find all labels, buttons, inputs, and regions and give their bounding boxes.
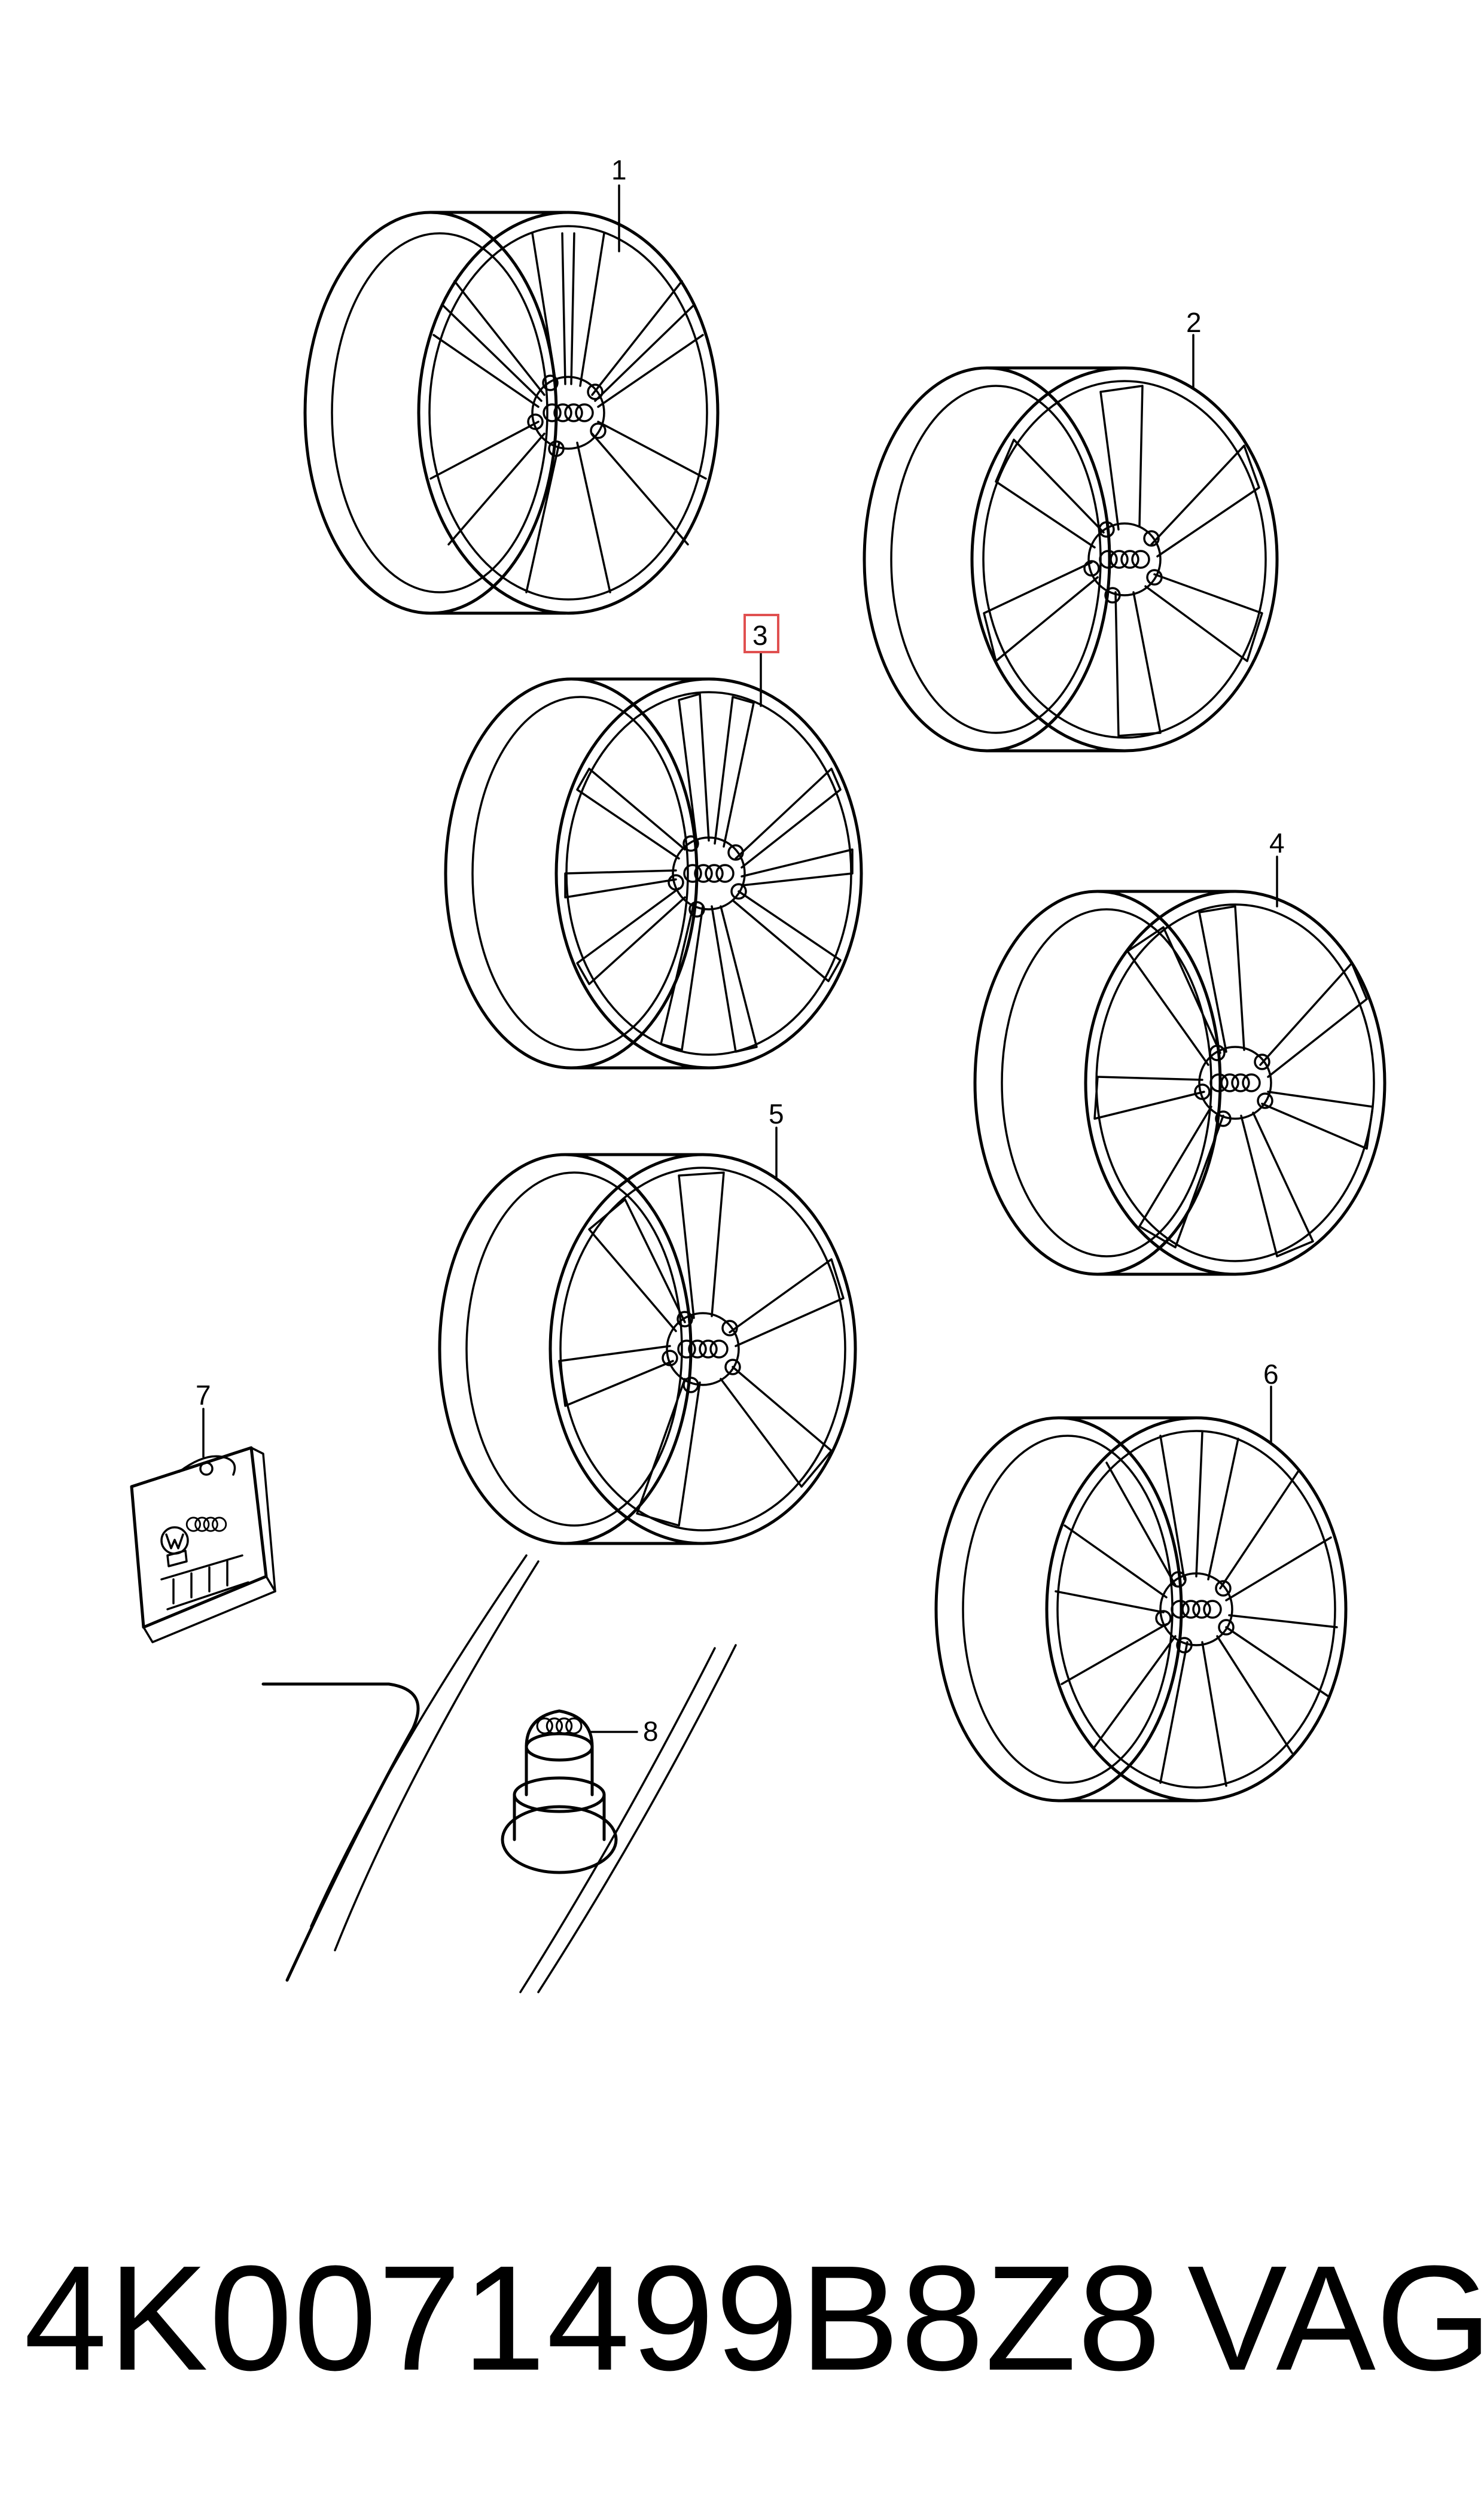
audi-rings-icon <box>677 1339 729 1359</box>
callout-6: 6 <box>1263 1359 1279 1390</box>
wheel-6 <box>934 1416 1348 1803</box>
callout-7: 7 <box>196 1380 211 1411</box>
callout-1: 1 <box>611 154 627 185</box>
callout-8: 8 <box>643 1716 659 1747</box>
callout-3: 3 <box>752 620 768 651</box>
highlight-box-3 <box>743 614 779 653</box>
bolt-kit-box <box>130 1446 276 1643</box>
audi-rings-icon <box>185 1517 227 1532</box>
wheel-5 <box>438 1153 857 1545</box>
wheel-2 <box>863 366 1279 753</box>
audi-rings-icon <box>1099 550 1150 569</box>
callout-4: 4 <box>1269 827 1285 858</box>
part-number: 4K0071499B8Z8 <box>24 2234 1162 2401</box>
wheel-1 <box>303 211 720 615</box>
vw-logo-icon <box>160 1526 189 1555</box>
valve-cap <box>501 1709 618 1874</box>
callout-5: 5 <box>769 1098 784 1129</box>
tire-section <box>261 1554 737 1993</box>
callout-2: 2 <box>1186 307 1202 338</box>
audi-rings-icon <box>1209 1073 1261 1092</box>
audi-rings-icon <box>1171 1600 1222 1619</box>
maker-label: VAG <box>1187 2234 1484 2401</box>
audi-rings-icon <box>536 1717 583 1735</box>
wheel-4 <box>973 890 1387 1276</box>
audi-rings-icon <box>543 403 594 422</box>
wheel-3 <box>444 677 863 1070</box>
audi-rings-icon <box>683 864 735 883</box>
